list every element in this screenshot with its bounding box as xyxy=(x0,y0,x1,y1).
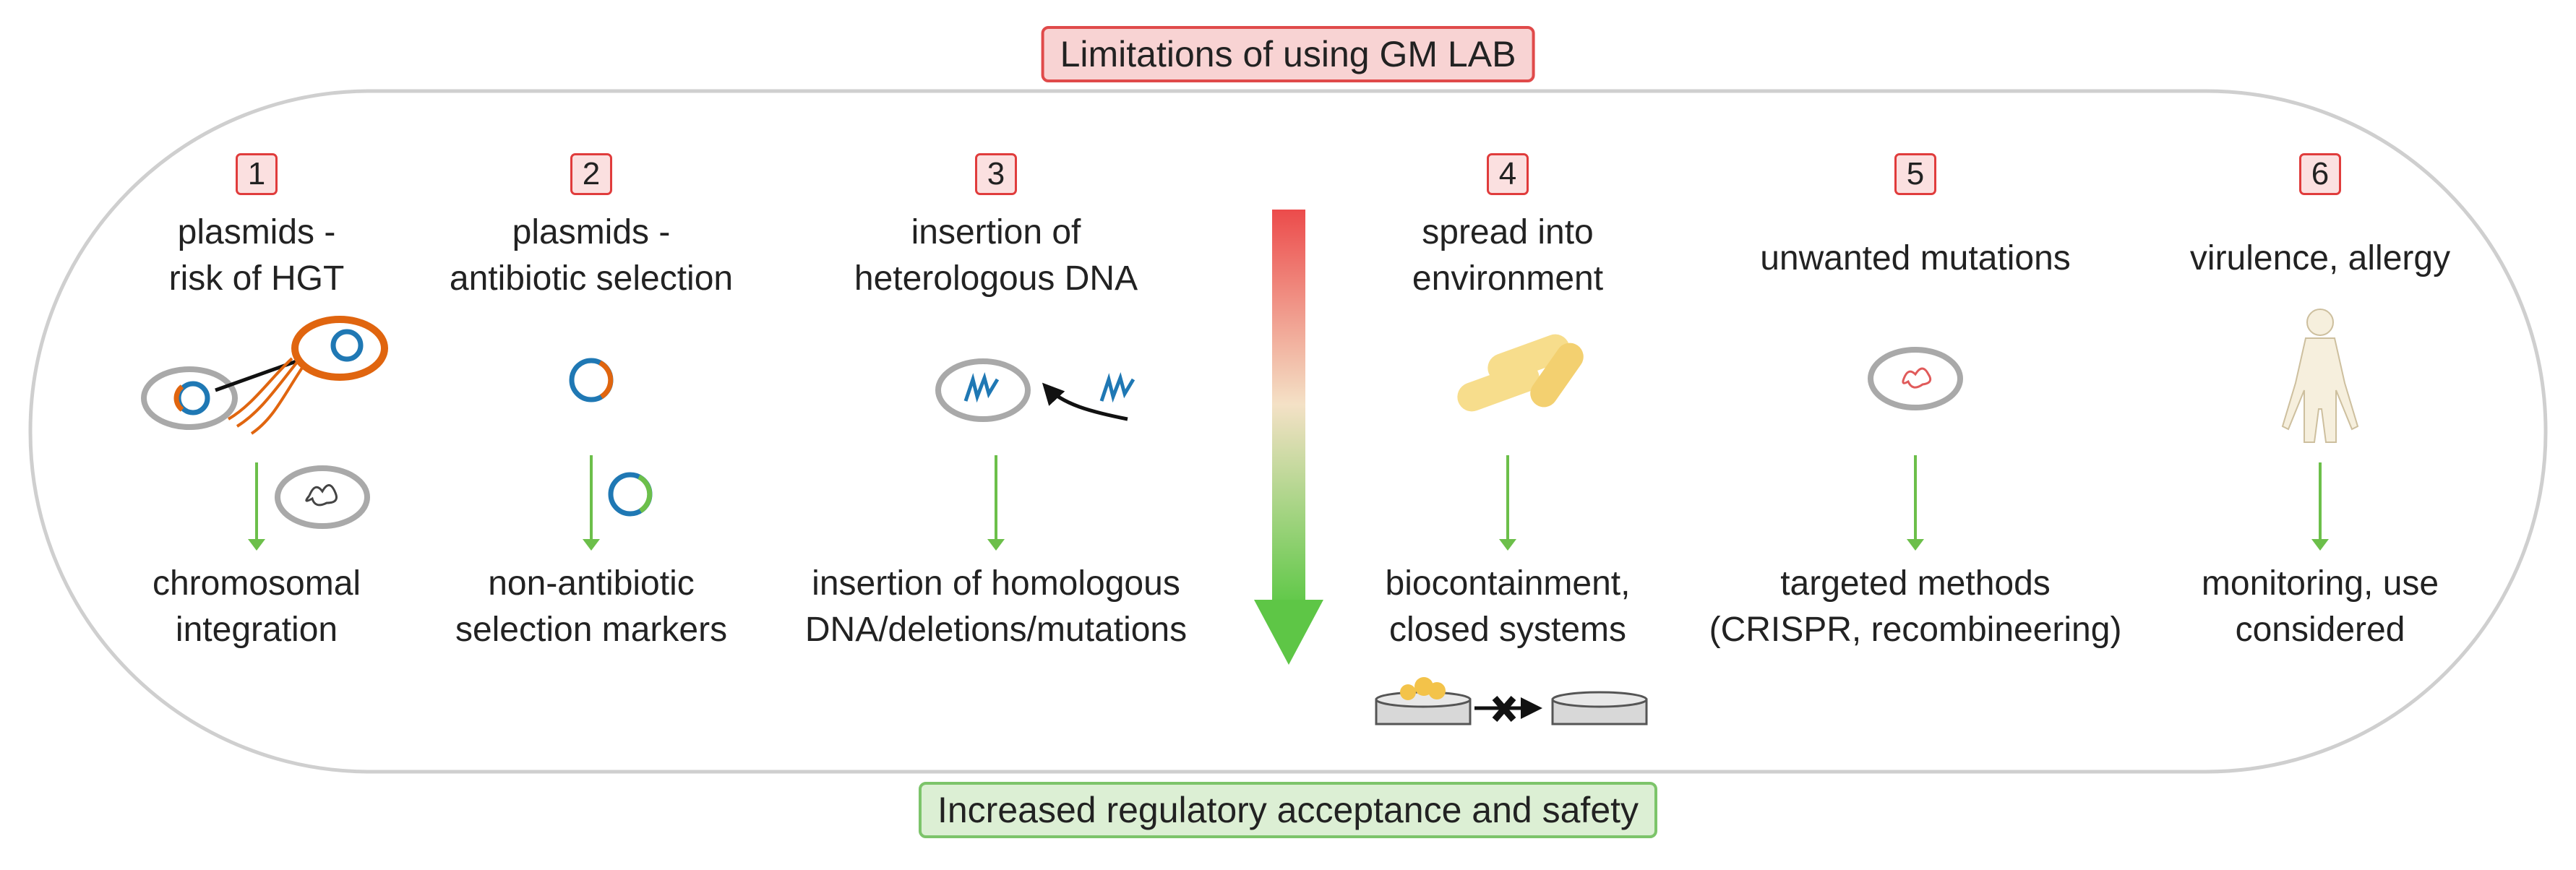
solution-label: non-antibiotic selection markers xyxy=(360,561,823,653)
solution-line: chromosomal xyxy=(152,564,361,603)
limitation-label: virulence, allergy xyxy=(2089,236,2551,282)
limitation-line: heterologous DNA xyxy=(854,259,1138,298)
solution-label: targeted methods (CRISPR, recombineering… xyxy=(1684,561,2147,653)
limitation-label: plasmids - antibiotic selection xyxy=(360,210,823,302)
solution-label: monitoring, use considered xyxy=(2089,561,2551,653)
petri-dish-icon xyxy=(1551,691,1648,725)
rod-bacteria-icon xyxy=(1457,334,1584,412)
limitation-line: risk of HGT xyxy=(168,259,345,298)
solution-line: insertion of homologous xyxy=(812,564,1180,603)
down-arrow-icon xyxy=(1499,539,1516,551)
limitation-line: unwanted mutations xyxy=(1760,239,2071,277)
down-arrow-icon xyxy=(583,539,600,551)
solution-line: targeted methods xyxy=(1780,564,2051,603)
bacterium-cell-icon xyxy=(935,358,1031,422)
outer-frame xyxy=(28,89,2548,774)
solution-label: insertion of homologous DNA/deletions/mu… xyxy=(765,561,1227,653)
step-number-badge: 1 xyxy=(236,153,278,195)
down-arrow-icon xyxy=(2311,539,2329,551)
plasmid-icon xyxy=(608,472,653,517)
dna-fragment-icon xyxy=(1099,371,1135,403)
limitation-line: virulence, allergy xyxy=(2189,239,2451,277)
solution-line: (CRISPR, recombineering) xyxy=(1709,611,2122,649)
bacterium-cell-icon xyxy=(1868,347,1963,410)
limitation-line: environment xyxy=(1412,259,1604,298)
solution-line: biocontainment, xyxy=(1385,564,1631,603)
limitation-label: unwanted mutations xyxy=(1684,236,2147,282)
conjugation-arrow-icon xyxy=(1042,382,1128,421)
step-number-badge: 2 xyxy=(570,153,612,195)
limitation-line: plasmids - xyxy=(512,213,671,251)
limitation-label: plasmids - risk of HGT xyxy=(25,210,488,302)
limitations-banner: Limitations of using GM LAB xyxy=(1041,26,1535,82)
bacterium-cell-icon xyxy=(141,366,238,430)
limitation-line: spread into xyxy=(1422,213,1594,251)
step-number-badge: 3 xyxy=(975,153,1017,195)
step-number-badge: 6 xyxy=(2299,153,2341,195)
step-number-badge: 5 xyxy=(1894,153,1936,195)
solution-label: chromosomal integration xyxy=(25,561,488,653)
gradient-arrow-icon xyxy=(1254,210,1323,665)
limitation-line: plasmids - xyxy=(177,213,336,251)
human-body-icon xyxy=(2281,309,2359,443)
petri-dish-icon xyxy=(1375,677,1472,725)
down-arrow-icon xyxy=(987,539,1005,551)
bacterium-cell-icon xyxy=(227,316,388,435)
down-arrow-icon xyxy=(248,539,265,551)
solution-line: selection markers xyxy=(455,611,728,649)
solution-label: biocontainment, closed systems xyxy=(1276,561,1739,653)
solution-line: monitoring, use xyxy=(2201,564,2439,603)
limitation-line: insertion of xyxy=(911,213,1081,251)
limitation-label: insertion of heterologous DNA xyxy=(765,210,1227,302)
solution-line: closed systems xyxy=(1388,611,1627,649)
bacterium-cell-icon xyxy=(275,465,370,529)
solution-line: considered xyxy=(2235,611,2405,649)
limitation-label: spread into environment xyxy=(1276,210,1739,302)
solution-line: integration xyxy=(175,611,338,649)
solution-line: non-antibiotic xyxy=(488,564,695,603)
solution-line: DNA/deletions/mutations xyxy=(804,611,1188,649)
acceptance-banner: Increased regulatory acceptance and safe… xyxy=(918,782,1658,838)
cross-icon xyxy=(1492,696,1516,722)
limitation-line: antibiotic selection xyxy=(449,259,734,298)
plasmid-icon xyxy=(569,358,614,402)
step-number-badge: 4 xyxy=(1487,153,1529,195)
down-arrow-icon xyxy=(1907,539,1924,551)
